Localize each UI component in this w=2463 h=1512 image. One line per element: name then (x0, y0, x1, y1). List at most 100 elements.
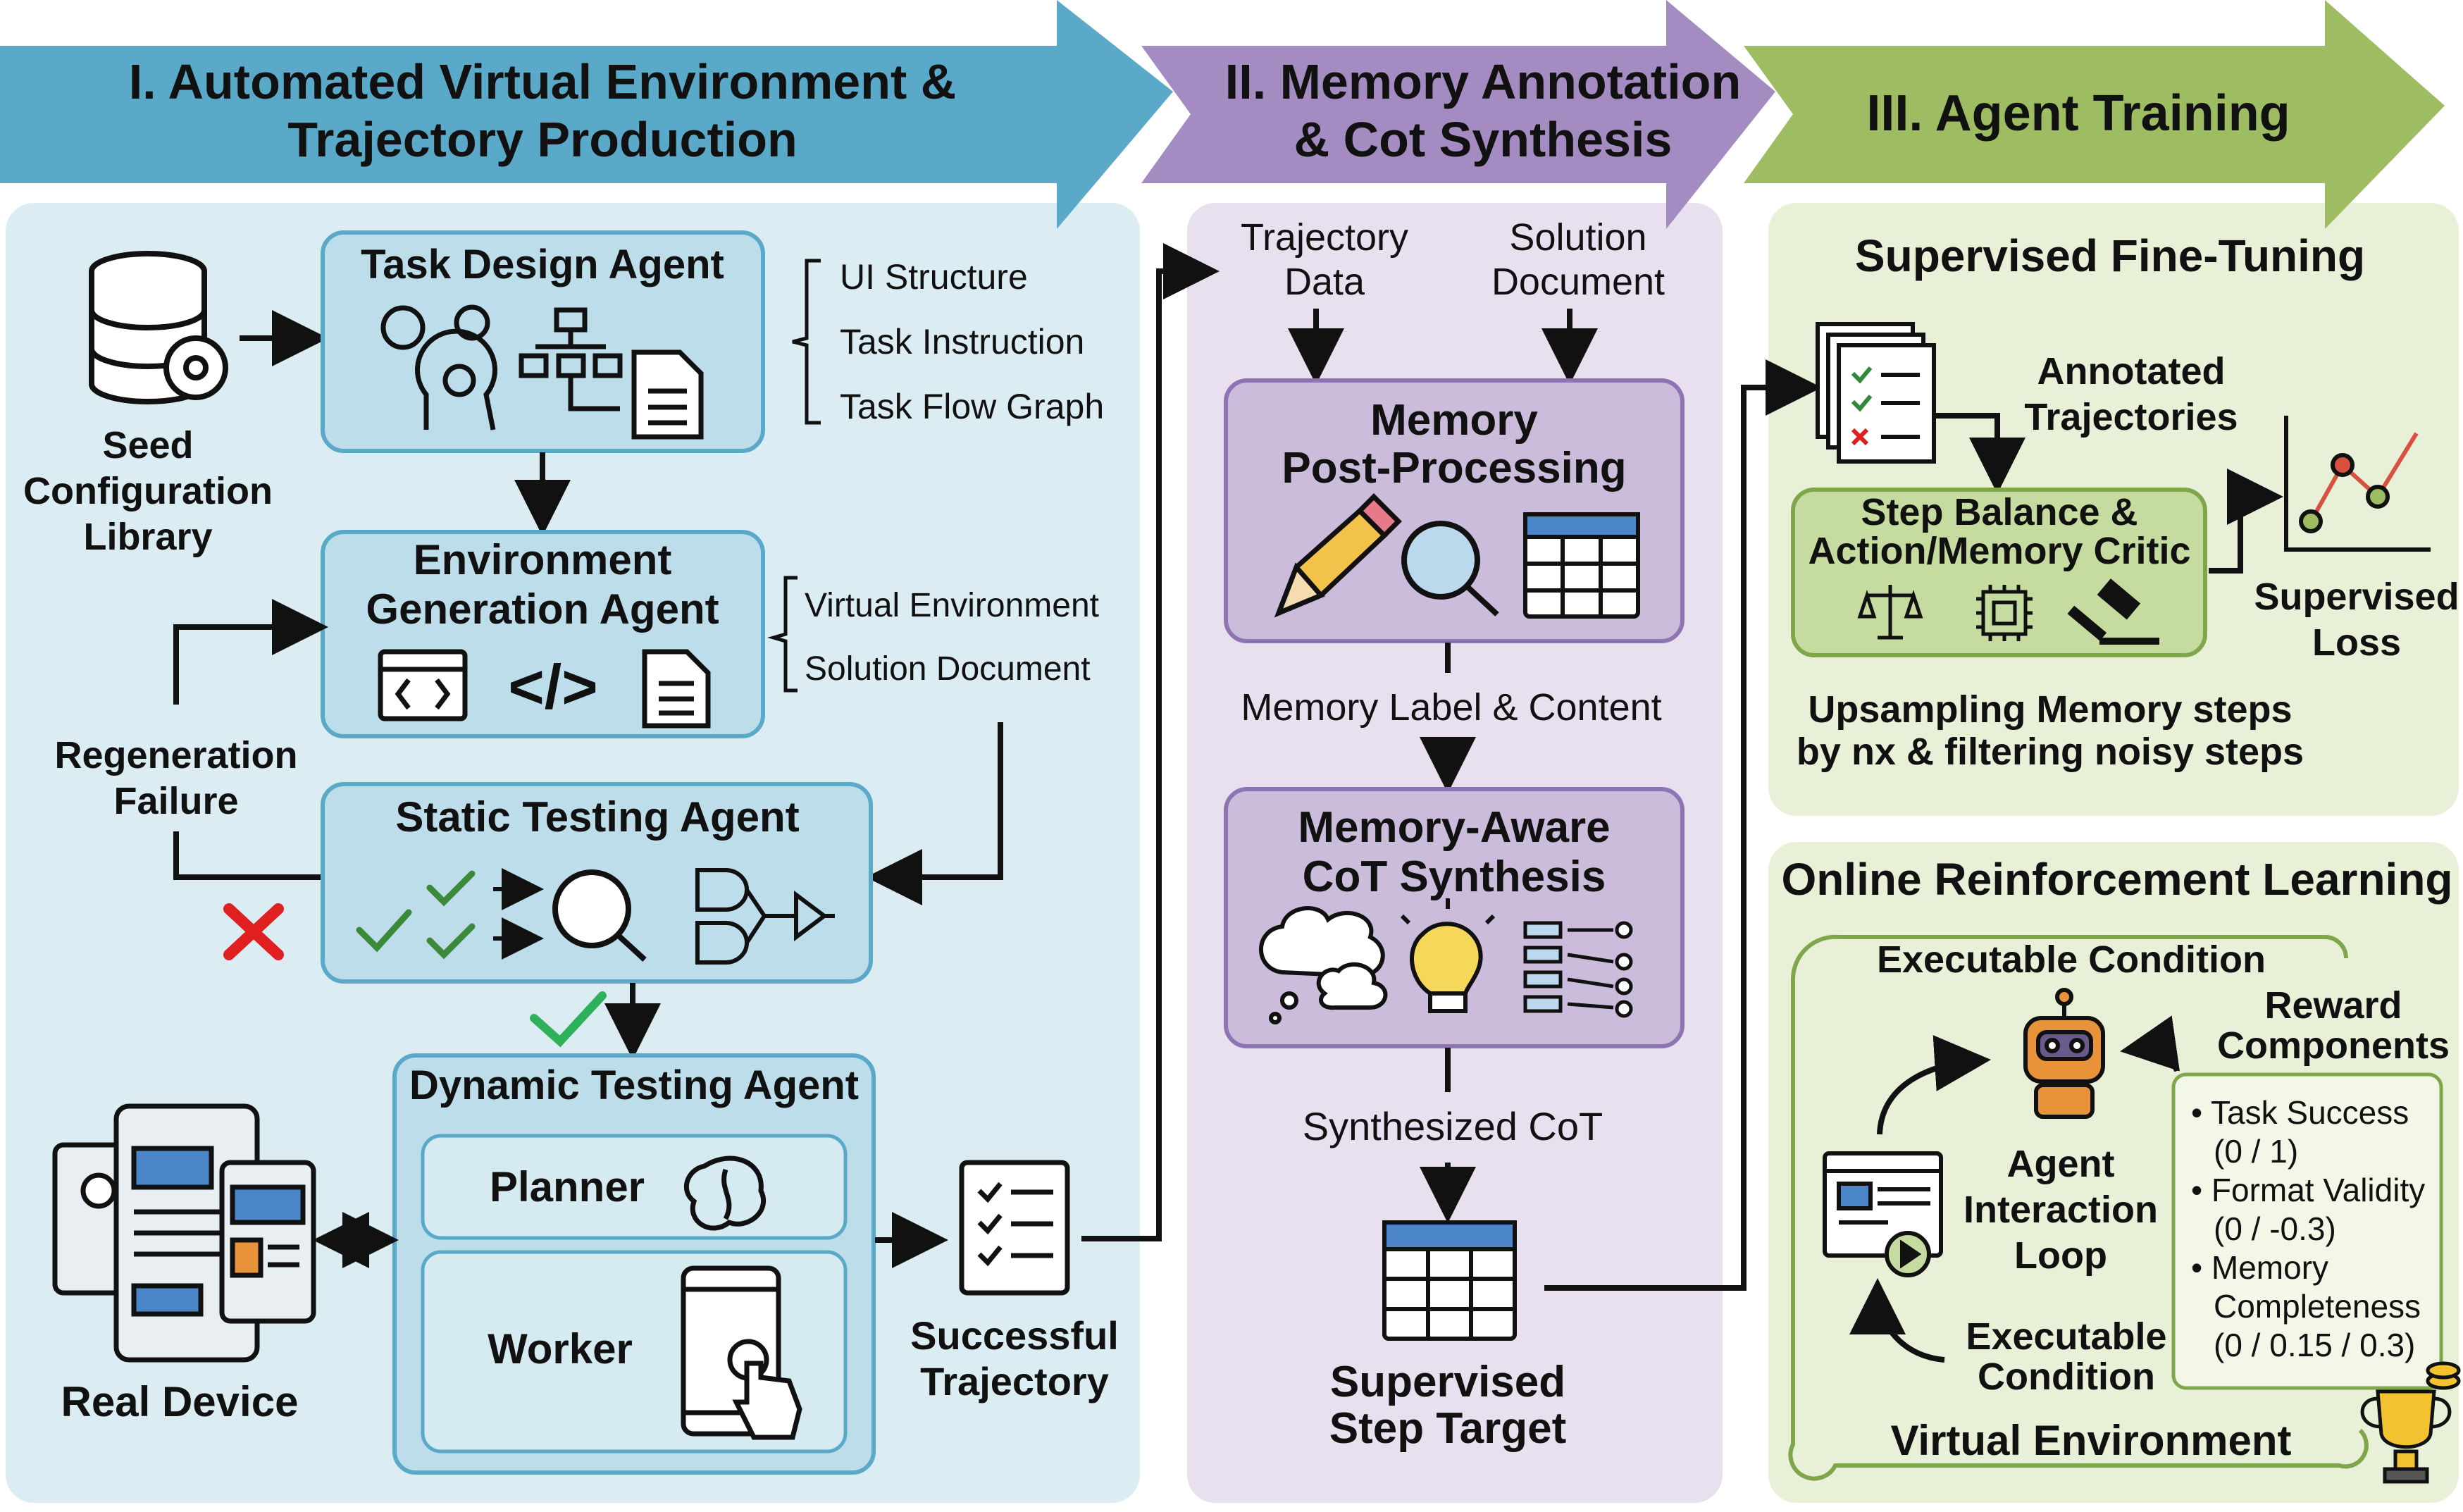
scale-icon (1857, 585, 1923, 640)
env-gen-title-1: Environment (414, 536, 672, 583)
step-balance-1: Step Balance & (1861, 491, 2138, 533)
fail-x-icon (223, 903, 284, 960)
seed-label-3: Library (83, 516, 212, 558)
virtual-env-window-icon (1823, 1151, 1943, 1277)
synth-cot-text: Synthesized CoT (1303, 1104, 1603, 1148)
step-balance-box (1791, 488, 2207, 657)
exec-condition-top: Executable Condition (1877, 938, 2266, 981)
env-outputs-brace (767, 576, 798, 693)
stage2-banner: II. Memory Annotation & Cot Synthesis (1141, 0, 1775, 229)
rl-inner-frame (1788, 934, 2369, 1481)
upsampling-1: Upsampling Memory steps (1808, 688, 2292, 731)
reward-components-2: Components (2217, 1024, 2450, 1067)
code-document-icon (642, 649, 711, 729)
annotated-1: Annotated (2037, 350, 2226, 392)
reward-to-robot-arrow (2120, 1015, 2180, 1072)
nodes-list-icon (1523, 921, 1633, 1018)
step-balance-2: Action/Memory Critic (1808, 530, 2190, 572)
agent-loop-1: Agent (2007, 1143, 2115, 1185)
static-testing-title: Static Testing Agent (395, 793, 799, 841)
upsampling-2: by nx & filtering noisy steps (1797, 731, 2304, 773)
checklist-icon (959, 1160, 1070, 1296)
rewards-box (2171, 1072, 2443, 1390)
loss-chart-icon (2284, 416, 2431, 552)
worker-label: Worker (488, 1325, 633, 1372)
memory-label-text: Memory Label & Content (1241, 686, 1661, 729)
input-solution-1: Solution (1509, 216, 1646, 259)
real-device-icon (52, 1103, 316, 1363)
flowchart-icon (519, 307, 623, 411)
seed-label-2: Configuration (23, 470, 273, 512)
stage1-to-stage2-arrow (1081, 243, 1220, 1241)
cpu-icon (1976, 585, 2033, 641)
cot-title-2: CoT Synthesis (1303, 853, 1606, 901)
docs-to-critic-arrow (1934, 413, 2025, 494)
task-output-2: Task Instruction (840, 322, 1084, 361)
stage1-title-line2: Trajectory Production (287, 112, 797, 167)
cot-title-1: Memory-Aware (1298, 803, 1610, 852)
planner-label: Planner (490, 1163, 645, 1210)
env-gen-title-2: Generation Agent (366, 585, 719, 633)
reward-item-4: (0 / -0.3) (2214, 1210, 2336, 1247)
document-icon (631, 349, 704, 440)
stage2-title-line2: & Cot Synthesis (1294, 112, 1673, 167)
dynamic-testing-title: Dynamic Testing Agent (409, 1062, 859, 1108)
pencil-icon (1274, 493, 1402, 618)
logic-gate-icon (695, 868, 835, 965)
memory-post-title-2: Post-Processing (1282, 444, 1626, 492)
agent-loop-3: Loop (2014, 1234, 2107, 1277)
stage2-to-stage3-arrow (1544, 359, 1822, 1291)
input-solution-2: Document (1491, 261, 1665, 303)
regeneration-label-1: Regeneration (54, 734, 297, 776)
env-to-robot-arrow (1877, 1035, 1991, 1135)
reward-item-1: • Task Success (2191, 1094, 2409, 1131)
critic-to-loss-arrow (2209, 469, 2283, 574)
input-trajectory-1: Trajectory (1241, 216, 1408, 259)
supervised-loss-2: Loss (2312, 621, 2401, 664)
checks-icon (356, 870, 476, 960)
reward-components-1: Reward (2264, 984, 2402, 1027)
task-outputs-brace (792, 259, 821, 425)
reward-item-2: (0 / 1) (2214, 1133, 2298, 1170)
touch-phone-icon (681, 1265, 802, 1440)
exec-condition-bottom-1: Executable (1966, 1315, 2166, 1358)
reward-item-7: (0 / 0.15 / 0.3) (2214, 1327, 2415, 1363)
supervised-loss-1: Supervised (2254, 576, 2459, 618)
magnifier-icon (552, 869, 647, 962)
search-icon (1401, 521, 1499, 616)
task-design-agent-title: Task Design Agent (361, 242, 724, 287)
stage1-banner: I. Automated Virtual Environment & Traje… (0, 0, 1173, 229)
code-icon: </> (508, 652, 597, 721)
seed-label-1: Seed (102, 424, 193, 466)
stage3-banner: III. Agent Training (1744, 0, 2445, 229)
exec-condition-bottom-2: Condition (1978, 1356, 2155, 1398)
robot-icon (2023, 988, 2105, 1119)
stage3-title: III. Agent Training (1866, 85, 2290, 142)
target-table-icon (1382, 1220, 1517, 1341)
reward-item-5: • Memory (2191, 1249, 2328, 1286)
annotated-2: Trajectories (2024, 396, 2238, 438)
memory-post-title-1: Memory (1370, 396, 1538, 445)
stage2-title-line1: II. Memory Annotation (1225, 54, 1741, 109)
annotated-docs-icon (1816, 322, 1936, 464)
stage1-title-line1: I. Automated Virtual Environment & (129, 54, 957, 109)
gavel-icon (2067, 578, 2159, 645)
step-target-2: Step Target (1329, 1404, 1566, 1453)
virtual-env-label: Virtual Environment (1890, 1417, 2291, 1464)
sft-title: Supervised Fine-Tuning (1855, 230, 2365, 281)
reward-item-6: Completeness (2214, 1288, 2421, 1325)
task-output-1: UI Structure (840, 257, 1028, 297)
env-to-static-arrow (866, 722, 1003, 905)
condition-to-env-arrow (1849, 1278, 1945, 1363)
regeneration-loop-arrow (173, 627, 323, 880)
input-trajectory-2: Data (1284, 261, 1365, 303)
table-icon (1523, 512, 1640, 619)
env-output-2: Solution Document (805, 650, 1091, 688)
successful-trajectory-2: Trajectory (920, 1359, 1109, 1403)
rl-title: Online Reinforcement Learning (1781, 854, 2452, 905)
real-device-label: Real Device (61, 1378, 299, 1425)
successful-trajectory-1: Successful (910, 1313, 1119, 1358)
env-output-1: Virtual Environment (805, 587, 1099, 624)
